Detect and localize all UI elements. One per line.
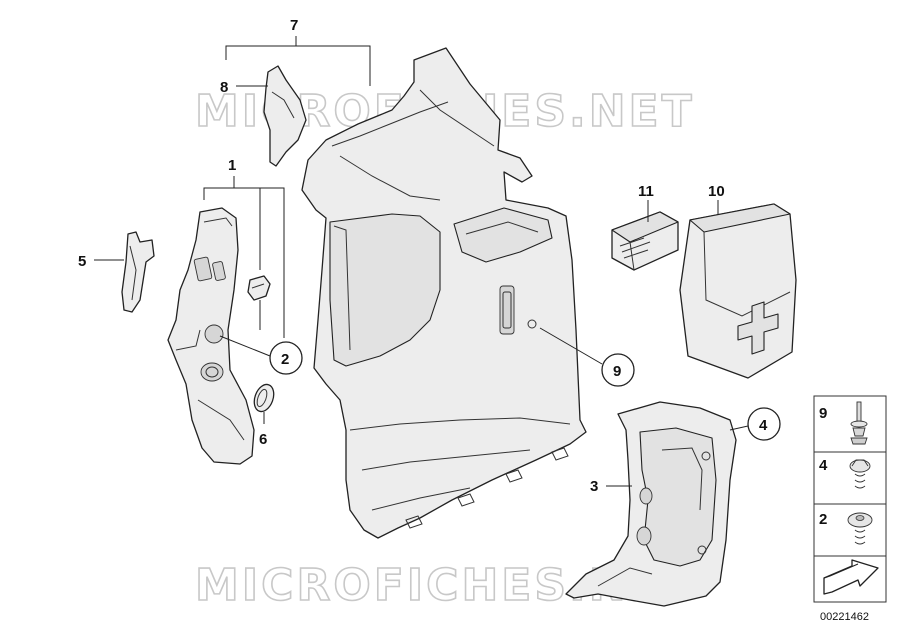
callout-9: 9 xyxy=(613,363,621,380)
callout-4: 4 xyxy=(759,417,768,434)
callout-8: 8 xyxy=(220,79,228,96)
screw-icon xyxy=(850,401,868,445)
legend-cell-2 xyxy=(813,503,887,557)
legend-num-9: 9 xyxy=(819,405,827,422)
legend-cell-9 xyxy=(813,395,887,453)
part-5-bracket xyxy=(121,231,155,313)
part-1-clip xyxy=(247,275,271,301)
callout-1: 1 xyxy=(228,157,236,174)
part-7-luggage-trim xyxy=(301,47,587,539)
callout-10: 10 xyxy=(708,183,725,200)
document-number: 00221462 xyxy=(820,611,869,623)
callout-5: 5 xyxy=(78,253,86,270)
callout-9-circle: 9 xyxy=(601,353,635,387)
fastener-legend: 9 4 2 xyxy=(813,395,887,603)
callout-4-circle: 4 xyxy=(747,407,781,441)
legend-num-4: 4 xyxy=(819,457,828,474)
part-6-cap xyxy=(253,383,275,413)
callout-6: 6 xyxy=(259,431,267,448)
callout-7: 7 xyxy=(290,17,298,34)
spring-clip-icon xyxy=(849,459,871,489)
part-1-left-trim xyxy=(167,207,255,465)
callout-3: 3 xyxy=(590,478,598,495)
direction-arrow-icon xyxy=(823,559,879,595)
part-3-right-trim xyxy=(565,401,737,607)
callout-2: 2 xyxy=(281,351,289,368)
washer-clip-icon xyxy=(847,512,873,545)
legend-num-2: 2 xyxy=(819,511,827,528)
leader-lines xyxy=(94,36,749,487)
part-8-trim-panel xyxy=(263,65,307,167)
part-10-first-aid-kit xyxy=(679,203,797,379)
part-11-label-pack xyxy=(611,211,679,271)
callout-11: 11 xyxy=(638,183,654,200)
legend-cell-4 xyxy=(813,451,887,505)
callout-2-circle: 2 xyxy=(269,341,303,375)
